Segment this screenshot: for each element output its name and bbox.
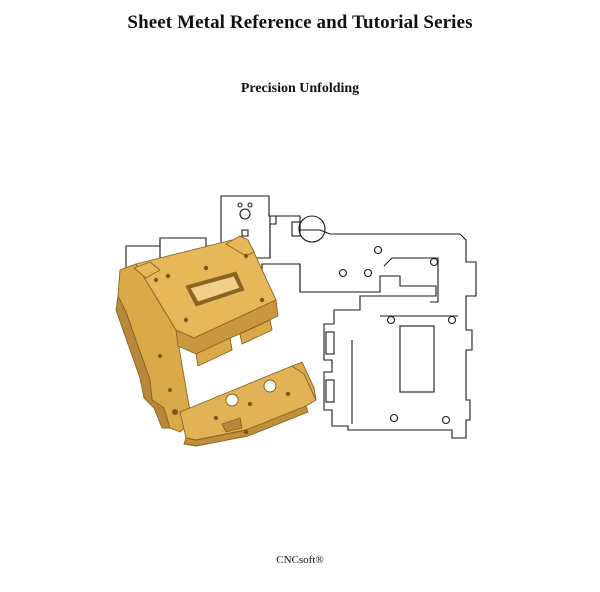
footer-brand: CNCsoft® [276, 554, 324, 566]
flat-pattern-drawing [125, 195, 477, 439]
document-title: Sheet Metal Reference and Tutorial Serie… [127, 12, 473, 33]
document-subtitle: Precision Unfolding [240, 81, 360, 96]
formed-part-3d [115, 235, 317, 447]
